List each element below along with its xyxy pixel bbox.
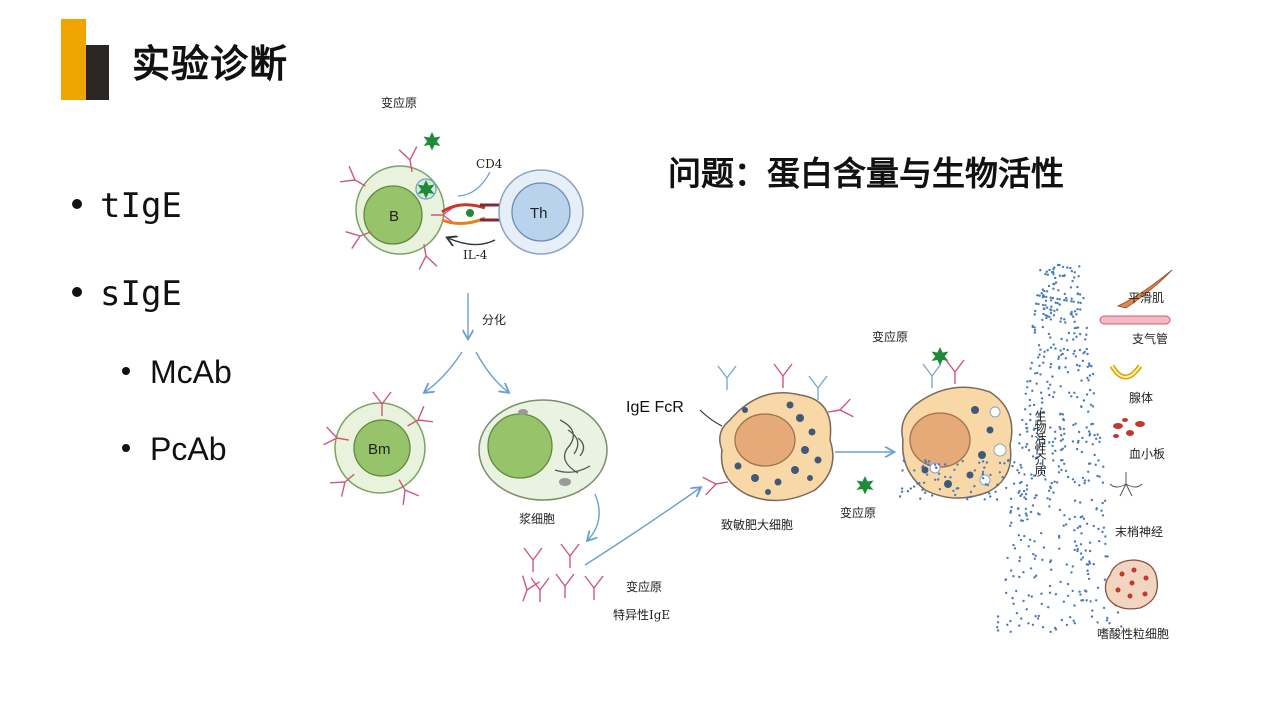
bullet-dot-icon [122,443,130,452]
specific-ige-label-line2: 特异性IgE [613,607,670,622]
bullet-dot-icon [72,198,82,209]
allergen-right-star-icon [931,347,949,366]
platelet-icon [1113,418,1145,438]
target-label-5: 嗜酸性粒细胞 [1097,626,1169,641]
memory-b-cell: Bm [322,391,434,506]
bind-arrow [584,488,700,566]
plasma-cell [478,399,608,501]
memory-b-label: Bm [368,441,391,458]
th-cell-label: Th [530,205,548,222]
target-label-0: 平滑肌 [1128,291,1164,305]
to-plasma-arrow [475,351,508,392]
ige-fcr-pointer [699,409,723,427]
bullet-text: sIgE [100,274,182,314]
bullet-dot-icon [122,366,130,375]
target-label-1: 支气管 [1132,331,1168,346]
ige-fcr-label: IgE FcR [626,399,684,416]
plasma-cell-label: 浆细胞 [519,511,555,526]
bullet-text: McAb [150,354,232,390]
to-memory-arrow [425,351,463,392]
sub-bullet-item: McAb [122,354,232,391]
nerve-ending-icon [1109,472,1143,497]
question-heading: 问题：蛋白含量与生物活性 [668,154,1064,193]
sensitized-mast-cell [701,363,855,502]
title-accent-dark [86,45,109,100]
allergen-mid-star-icon [856,476,874,495]
differentiate-label: 分化 [482,313,506,327]
target-label-2: 腺体 [1129,391,1153,405]
allergen-star-icon [423,132,441,151]
free-ige-antibodies [513,543,604,606]
smooth-muscle-icon [1116,269,1173,309]
title-accent-orange [61,19,86,100]
b-cell: B [339,145,456,271]
specific-ige-label-line1: 变应原 [626,579,662,594]
bronchus-icon [1099,315,1171,325]
allergen-right-label: 变应原 [872,329,908,344]
il4-arrow [448,238,496,245]
target-label-4: 末梢神经 [1115,524,1163,539]
allergen-mid-label: 变应原 [840,505,876,520]
activated-mast-cell [901,359,1013,499]
th-cell: Th [498,169,584,255]
sub-bullet-item: PcAb [122,431,226,468]
bullet-dot-icon [72,286,82,297]
mediator-particles [898,263,1123,634]
bullet-item: tIgE [72,186,182,226]
allergen-top-label: 变应原 [381,95,417,110]
sensitized-mast-label: 致敏肥大细胞 [721,517,793,532]
slide-title: 实验诊断 [132,42,289,86]
il4-label: IL-4 [463,248,488,262]
b-cell-label: B [389,208,399,225]
cd4-label: CD4 [476,157,503,171]
bullet-item: sIgE [72,274,182,314]
eosinophil-icon [1104,559,1159,610]
bullet-text: PcAb [150,431,227,467]
target-label-3: 血小板 [1129,447,1165,461]
bullet-text: tIgE [100,186,182,226]
gland-icon [1109,364,1143,380]
mediators-label: 生物活性介质 [1033,410,1047,477]
secrete-arrow [588,493,600,540]
cd4-pointer [457,171,491,197]
